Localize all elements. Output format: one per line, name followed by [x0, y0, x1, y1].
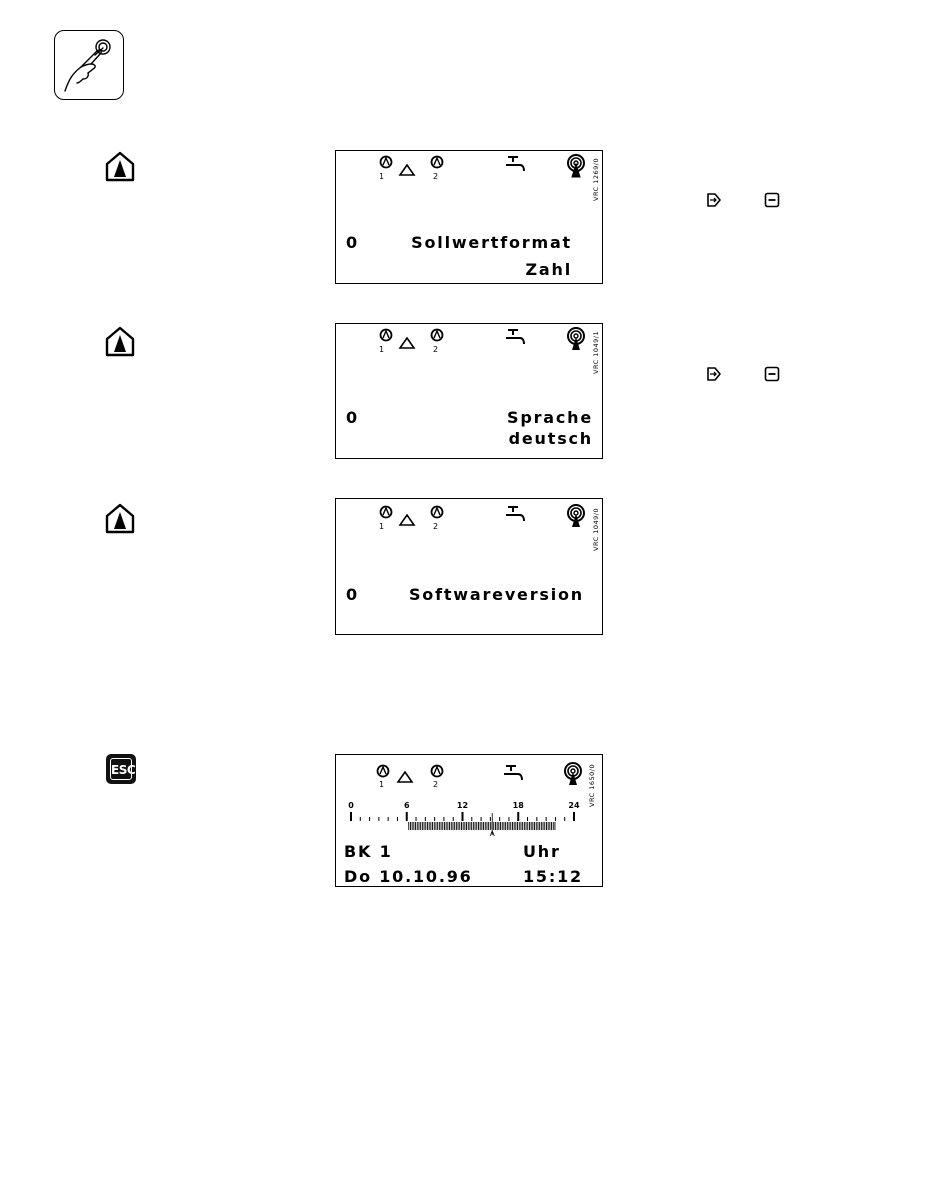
pump-1-label: 1 — [379, 522, 384, 531]
pump-2-label: 2 — [433, 172, 438, 181]
pump-2-label: 2 — [433, 522, 438, 531]
screen-title: Sprache — [507, 408, 593, 427]
screen-title: Sollwertformat — [411, 233, 572, 252]
screen-title: Softwareversion — [409, 585, 584, 604]
enter-arrow-key-icon[interactable] — [706, 192, 722, 208]
pump-1-label: 1 — [379, 172, 384, 181]
line-number: 0 — [346, 233, 359, 252]
screen-value: Zahl — [526, 260, 572, 279]
timeline-bar: 0 6 12 18 24 — [348, 801, 580, 836]
model-code: VRC 1049/1 — [592, 331, 600, 374]
lcd-screen-clock: 0 6 12 18 24 1 2 VRC 1650/0 BK 1 Uhr Do 10.1… — [335, 754, 603, 887]
up-arrow-house-icon[interactable] — [104, 503, 136, 535]
minus-key-icon[interactable] — [764, 192, 780, 208]
enter-arrow-key-icon[interactable] — [706, 366, 722, 382]
timeline-label: 0 — [348, 801, 354, 810]
lcd-screen-sprache: 1 2 VRC 1049/1 0 Sprache deutsch — [335, 323, 603, 459]
screen-value: deutsch — [509, 429, 593, 448]
burner-icon — [568, 155, 584, 177]
lcd-screen-sollwertformat: 1 2 VRC 1269/0 0 Sollwertformat Zahl — [335, 150, 603, 284]
hand-pressing-button-icon — [54, 30, 124, 100]
model-code: VRC 1650/0 — [588, 764, 596, 807]
esc-key-label: ESC — [110, 758, 132, 780]
up-arrow-house-icon[interactable] — [104, 326, 136, 358]
model-code: VRC 1269/0 — [592, 158, 600, 201]
minus-key-icon[interactable] — [764, 366, 780, 382]
esc-key-icon[interactable]: ESC — [106, 754, 136, 784]
pump-2-icon — [432, 157, 443, 168]
circuit-label: BK 1 — [344, 842, 393, 861]
up-arrow-house-icon[interactable] — [104, 151, 136, 183]
line-number: 0 — [346, 585, 359, 604]
clock-label: Uhr — [523, 842, 561, 861]
timeline-label: 18 — [513, 801, 525, 810]
pump-1-label: 1 — [379, 345, 384, 354]
lcd-screen-softwareversion: 1 2 VRC 1049/0 0 Softwareversion — [335, 498, 603, 635]
time-value: 15:12 — [523, 867, 583, 886]
pump-2-label: 2 — [433, 780, 438, 789]
triangle-icon — [400, 165, 414, 175]
timeline-label: 24 — [568, 801, 580, 810]
pump-1-label: 1 — [379, 780, 384, 789]
model-code: VRC 1049/0 — [592, 508, 600, 551]
pump-2-label: 2 — [433, 345, 438, 354]
timeline-label: 6 — [404, 801, 410, 810]
timeline-label: 12 — [457, 801, 468, 810]
pump-1-icon — [381, 157, 392, 168]
line-number: 0 — [346, 408, 359, 427]
tap-icon — [506, 157, 524, 171]
date-value: Do 10.10.96 — [344, 867, 473, 886]
